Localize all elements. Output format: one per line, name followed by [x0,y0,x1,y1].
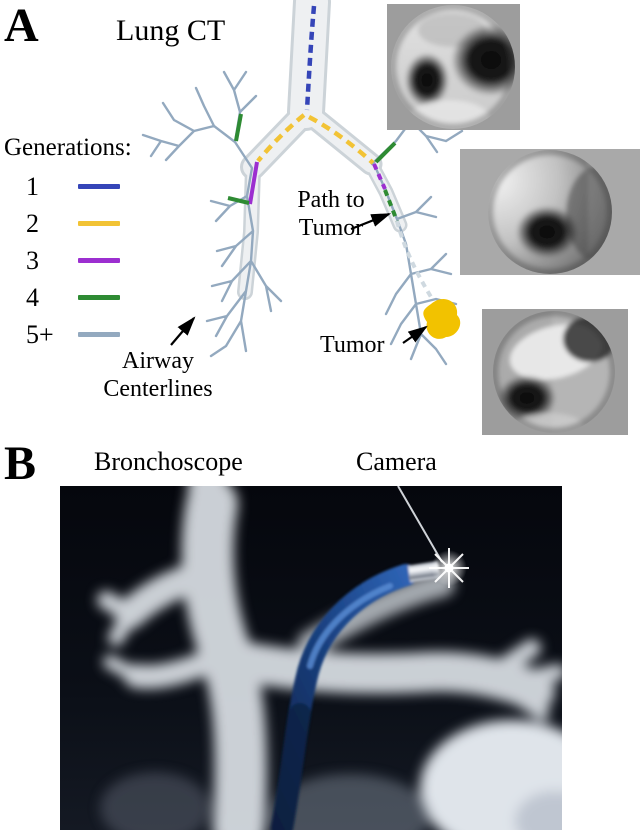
legend-swatch-4 [78,295,120,300]
legend-row-4: 4 [4,279,132,316]
legend-label-3: 3 [26,245,39,275]
path-to-tumor-arrow [350,212,392,231]
annotation-arrows [170,212,428,346]
endoscopic-view-2 [460,149,640,275]
bronchoscope-label: Bronchoscope [94,447,243,476]
tumor-label: Tumor [320,332,385,358]
legend-swatch-5 [78,332,120,337]
panel-b-letter: B [4,437,37,490]
endoscopic-view-3 [482,309,628,435]
tumor-arrow [402,325,428,344]
bronchoscope-photo-graphic [60,486,562,830]
legend-row-3: 3 [4,242,132,279]
airway-centerlines-label: Airway Centerlines [103,348,213,403]
generation-4-centerlines [227,113,399,222]
generation-3-centerlines [248,161,387,205]
legend-row-1: 1 [4,168,132,205]
legend-label-5: 5+ [26,319,54,349]
panel-a-letter: A [4,0,39,52]
legend-label-2: 2 [26,208,39,238]
generation-1-centerline [304,5,317,111]
bronchoscope-photo [60,486,562,830]
bronchoscope-tube [271,561,441,830]
legend-label-4: 4 [26,282,39,312]
legend-heading: Generations: [4,134,132,161]
legend-swatch-2 [78,221,120,226]
endoscopic-view-1 [387,4,520,130]
path-to-tumor-label: Path to Tumor [297,187,365,242]
panel-a-title: Lung CT [116,14,226,47]
camera-light-flare [429,548,469,588]
legend-label-1: 1 [26,171,39,201]
legend-row-5: 5+ [4,316,132,353]
airway-centerlines-arrow [170,316,196,346]
legend-row-2: 2 [4,205,132,242]
tumor-blob [423,299,461,339]
airway-phantom [97,486,562,830]
generation-legend: Generations: 1 2 3 4 5+ [4,134,132,353]
panel-a-graphic [141,0,640,435]
generation-2-centerlines [256,113,375,165]
camera-label: Camera [356,447,437,476]
camera-pointer-wire [397,486,443,563]
legend-swatch-1 [78,184,120,189]
legend-swatch-3 [78,258,120,263]
